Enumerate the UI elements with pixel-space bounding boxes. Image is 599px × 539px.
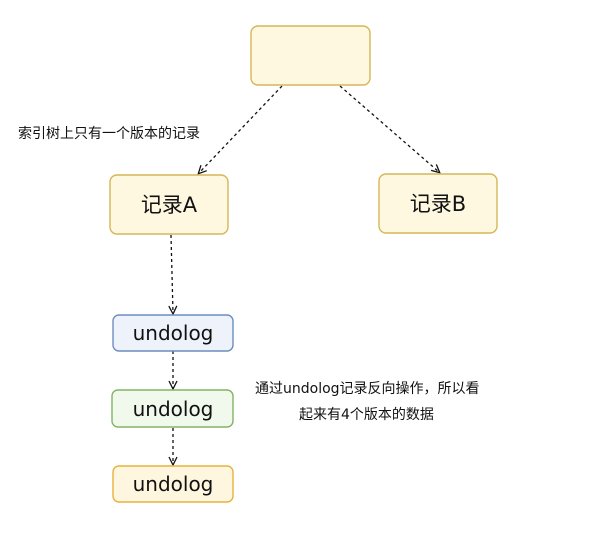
undolog-node-1: undolog [112, 314, 234, 352]
undolog-1-box [112, 314, 234, 352]
edges [171, 85, 439, 464]
undolog-annotation-line-1: 通过undolog记录反向操作，所以看 [255, 381, 480, 397]
record-b-box [378, 173, 498, 234]
undolog-3-label: undolog [133, 472, 214, 496]
record-a-label: 记录A [141, 193, 198, 217]
record-b-node: 记录B [378, 173, 498, 234]
record-a-node: 记录A [109, 174, 229, 235]
undolog-node-2: undolog [111, 389, 234, 428]
index-tree-annotation: 索引树上只有一个版本的记录 [18, 125, 200, 142]
undolog-node-3: undolog [112, 465, 234, 503]
edge-record-a-to-undolog-1 [171, 234, 173, 313]
undolog-3-box [112, 465, 234, 503]
undolog-2-label: undolog [133, 397, 214, 421]
undolog-annotation-line-2: 起来有4个版本的数据 [299, 407, 434, 423]
record-b-label: 记录B [410, 192, 466, 216]
edge-root-to-record-b [339, 85, 439, 172]
root-node-box [250, 25, 371, 86]
root-node [250, 25, 371, 86]
record-a-box [109, 174, 229, 235]
undolog-2-box [111, 389, 234, 428]
undolog-1-label: undolog [133, 321, 214, 345]
edge-root-to-record-a [199, 85, 283, 173]
